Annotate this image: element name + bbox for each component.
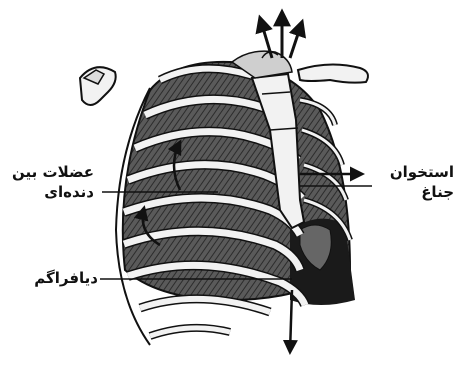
label-diaphragm-text: دیافراگم — [12, 268, 98, 288]
label-intercostal-muscles: عضلات بین دنده‌ای — [4, 162, 94, 202]
label-sternum-line2: جناغ — [384, 182, 454, 202]
right-clavicle — [298, 64, 368, 82]
label-intercostal-line2: دنده‌ای — [4, 182, 94, 202]
label-sternum: استخوان جناغ — [384, 162, 454, 202]
label-intercostal-line1: عضلات بین — [4, 162, 94, 182]
label-sternum-line1: استخوان — [384, 162, 454, 182]
label-diaphragm: دیافراگم — [12, 268, 98, 288]
